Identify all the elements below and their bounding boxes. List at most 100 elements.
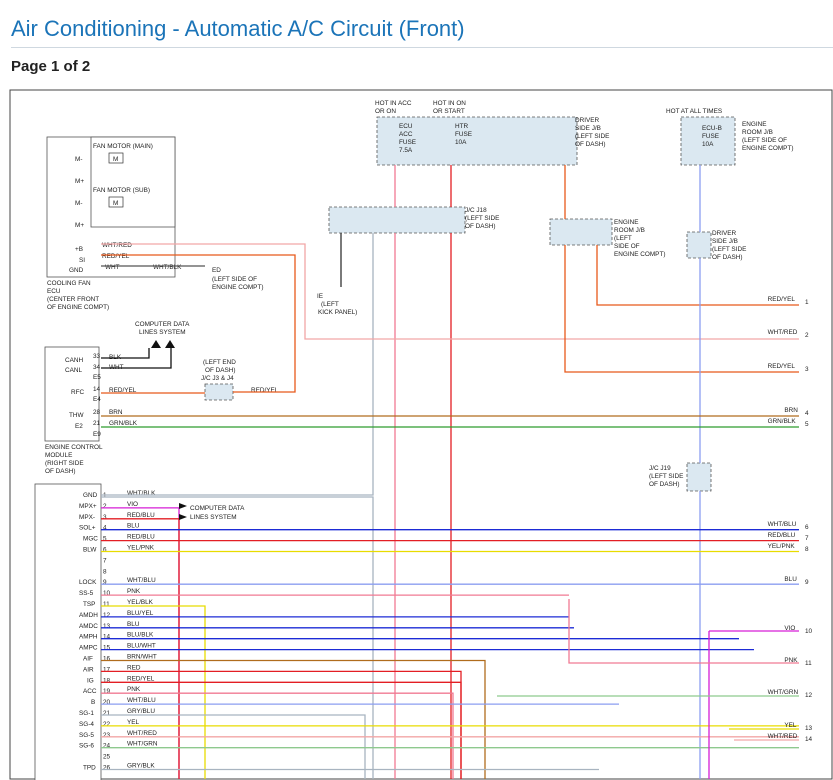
ac-pin-number: 26: [103, 765, 111, 772]
ac-pin-number: 2: [103, 503, 107, 510]
fan-wire-wht: WHT: [105, 264, 120, 271]
ac-pin-label: AMDH: [79, 612, 98, 619]
ac-pin-number: 5: [103, 536, 107, 543]
wiring-diagram: HOT IN ACC OR ON HOT IN ON OR START HOT …: [9, 89, 833, 780]
ac-pin-number: 12: [103, 612, 111, 619]
ecm-num-3: E5: [93, 374, 101, 381]
ecm-pin-rfc: RFC: [71, 389, 85, 396]
ac-wire-label: WHT/RED: [127, 730, 157, 737]
cdl-arrow-icon: [151, 340, 161, 348]
right-wire-label: BLU: [784, 576, 797, 583]
ac-pin-number: 13: [103, 623, 111, 630]
ac-pin-number: 24: [103, 743, 111, 750]
driver-jb2-label-3: (LEFT SIDE: [712, 246, 746, 253]
ac-pin-label: ACC: [83, 688, 97, 695]
ecm-pin-canl: CANL: [65, 367, 82, 374]
ac-wire-label: GRY/BLU: [127, 708, 155, 715]
right-connector-number: 13: [805, 725, 813, 732]
ac-pin-label: BLW: [83, 547, 97, 554]
ie-ground-label-3: KICK PANEL): [318, 309, 357, 316]
ac-wire-19: [101, 692, 454, 779]
ac-wire-label: BLU: [127, 523, 140, 530]
ac-pin-number: 16: [103, 656, 111, 663]
ac-wire-label: RED: [127, 664, 141, 671]
cdl-arrow-icon-2: [165, 340, 175, 348]
ecub-fuse-label-3: 10A: [702, 141, 714, 148]
ac-pin-label: SOL+: [79, 525, 96, 532]
ecu-fuse-label-4: 7.5A: [399, 147, 413, 154]
driver-jb-label-4: OF DASH): [575, 141, 606, 148]
ac-wire-21: [101, 714, 366, 779]
ecm-num-6: 28: [93, 409, 101, 416]
driver-jb-label-2: SIDE J/B: [575, 125, 601, 132]
right-wire-label: RED/YEL: [768, 296, 796, 303]
ac-wire-label: PNK: [127, 588, 141, 595]
right-wire-label: WHT/GRN: [768, 689, 799, 696]
fan-main-m-minus: M-: [75, 156, 82, 163]
ac-pin-label: SG-1: [79, 710, 94, 717]
fan-motor-main-m: M: [113, 156, 118, 163]
right-connector-number: 9: [805, 579, 809, 586]
ac-pin-label: SS-5: [79, 590, 94, 597]
ac-wire-label: YEL/PNK: [127, 545, 155, 552]
jc-j3j4-box: [204, 383, 234, 401]
ac-wire-label: RED/BLU: [127, 534, 155, 541]
right-wire-label: PNK: [784, 657, 798, 664]
engine-jb2-label: ENGINE: [614, 219, 639, 226]
ecm-wire-red-yel: RED/YEL: [109, 387, 137, 394]
engine-jb2-box: [549, 218, 613, 246]
cdl-label-mid: COMPUTER DATA: [190, 505, 245, 512]
ac-pin-label: MGC: [83, 536, 98, 543]
ecm-pin-canh: CANH: [65, 357, 83, 364]
ac-wire-label: WHT/GRN: [127, 741, 158, 748]
page-title: Air Conditioning - Automatic A/C Circuit…: [11, 16, 465, 41]
jc-j18-label-2: (LEFT SIDE: [465, 215, 499, 222]
or-start-label: OR START: [433, 108, 465, 115]
ie-ground-label: IE: [317, 293, 323, 300]
ac-pin-number: 10: [103, 590, 111, 597]
driver-jb2-label: DRIVER: [712, 230, 737, 237]
ac-wire-label: BLU/BLK: [127, 632, 154, 639]
right-connector-number: 14: [805, 736, 813, 743]
right-connector-number: 10: [805, 628, 813, 635]
fan-wire-red-yel: RED/YEL: [102, 253, 130, 260]
jc-j18-box: [328, 206, 466, 234]
engine-jb-label-2: ROOM J/B: [742, 129, 773, 136]
jc-j19-label-3: OF DASH): [649, 481, 680, 488]
ac-pin-number: 20: [103, 699, 111, 706]
ac-wire-18: [101, 681, 462, 779]
right-wire-label: WHT/BLU: [768, 521, 797, 528]
ac-wire-label: YEL/BLK: [127, 599, 154, 606]
fan-wire-wht-blk: WHT/BLK: [153, 264, 182, 271]
wire-red-yel-fan: [101, 254, 296, 393]
fan-motor-box: [90, 136, 176, 228]
ac-pin-number: 17: [103, 666, 111, 673]
title-divider: [11, 47, 833, 48]
right-connector-number: 5: [805, 421, 809, 428]
fan-si: SI: [79, 257, 85, 264]
hot-acc-label: HOT IN ACC: [375, 100, 412, 107]
wire-canl: [101, 348, 172, 369]
wire-wht-red-2: [101, 243, 799, 340]
ac-amplifier-box: [34, 483, 102, 780]
wire-red-yel-3: [564, 245, 799, 373]
ac-pin-label: LOCK: [79, 579, 97, 586]
wiring-lines: [101, 165, 799, 779]
mpx-arrow-icon-2: [179, 514, 187, 520]
right-connector-number: 11: [805, 660, 812, 667]
driver-jb2-label-4: OF DASH): [712, 254, 743, 261]
wire-wht-blk-gnd: [101, 233, 374, 496]
ie-ground-label-2: (LEFT: [321, 301, 339, 308]
right-connector-number: 2: [805, 332, 809, 339]
ac-wire-label: PNK: [127, 686, 141, 693]
jc-j19-box: [686, 462, 712, 492]
ac-pin-number: 11: [103, 601, 110, 608]
right-connector-number: 12: [805, 692, 813, 699]
right-wire-label: RED/BLU: [768, 532, 796, 539]
ecu-fuse-label-3: FUSE: [399, 139, 416, 146]
ac-wire-label: BRN/WHT: [127, 654, 157, 661]
ac-wire-label: BLU/YEL: [127, 610, 154, 617]
right-connector-number: 7: [805, 535, 809, 542]
page-indicator: Page 1 of 2: [11, 58, 91, 75]
ac-wire-1: [101, 496, 374, 779]
